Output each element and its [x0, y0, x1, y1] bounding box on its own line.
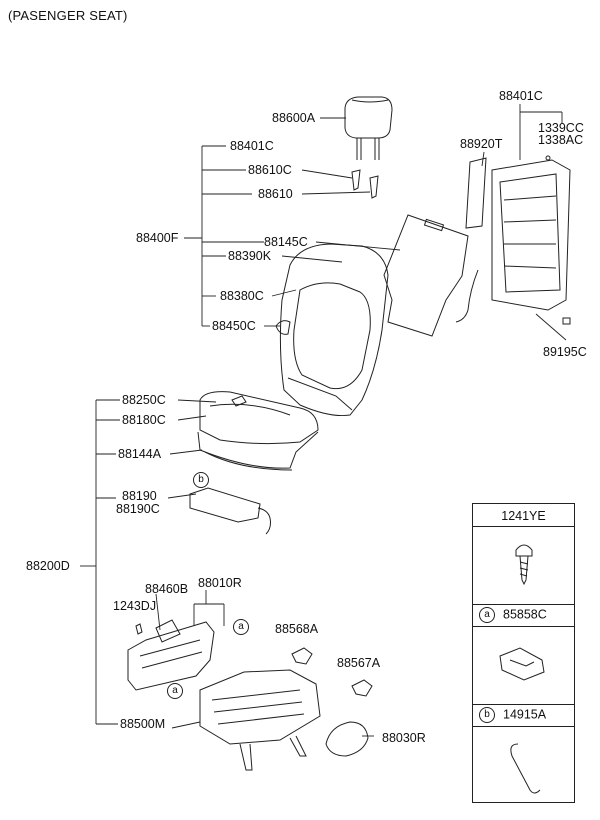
label-88920T: 88920T: [460, 137, 503, 151]
legend-cell-clip: [473, 626, 574, 704]
legend-part-85858C: 85858C: [503, 607, 547, 622]
diagram-title: (PASENGER SEAT): [8, 8, 128, 23]
legend-row-b: b 14915A: [473, 704, 574, 726]
label-88030R: 88030R: [382, 731, 426, 745]
label-1243DJ: 1243DJ: [113, 599, 157, 613]
label-88180C: 88180C: [122, 413, 166, 427]
label-88190: 88190: [122, 489, 157, 503]
label-1339CC: 1339CC: [538, 121, 584, 135]
legend-cell-screw: [473, 526, 574, 604]
cushion-pan-drawing: [189, 487, 261, 523]
legend-tag-b: b: [479, 707, 495, 723]
label-88401C-headrest: 88401C: [230, 139, 274, 153]
clip-88568A-drawing: [291, 647, 313, 665]
screw-icon: [515, 544, 533, 586]
label-88460B: 88460B: [145, 582, 189, 596]
legend-icons: [499, 544, 545, 794]
ref-tag-a-upper: a: [233, 619, 249, 635]
label-88600A: 88600A: [272, 111, 316, 125]
headrest-drawing: [344, 96, 393, 160]
label-88568A: 88568A: [275, 622, 319, 636]
label-88500M: 88500M: [120, 717, 166, 731]
wire-14915A-icon: [510, 743, 541, 794]
legend-title-1241YE: 1241YE: [501, 509, 546, 523]
label-88401C-frame: 88401C: [499, 89, 543, 103]
guide-pins-drawing: [351, 169, 379, 199]
label-88200D: 88200D: [26, 559, 70, 573]
ref-tag-a-lower: a: [167, 683, 183, 699]
label-1338AC: 1338AC: [538, 133, 584, 147]
label-88390K: 88390K: [228, 249, 272, 263]
label-88567A: 88567A: [337, 656, 381, 670]
ref-tag-b: b: [193, 472, 209, 488]
label-88610C: 88610C: [248, 163, 292, 177]
leader-lines: [80, 104, 567, 737]
label-88145C: 88145C: [264, 235, 308, 249]
fastener-legend: 1241YE a 85858C b 14915A: [472, 503, 575, 803]
cover-88030R-drawing: [325, 721, 369, 757]
label-88190C: 88190C: [116, 502, 160, 516]
clip-88567A-drawing: [351, 679, 373, 697]
back-cushion-drawing: [275, 243, 389, 416]
back-frame-drawing: [455, 155, 571, 325]
label-88010R: 88010R: [198, 576, 242, 590]
legend-row-a: a 85858C: [473, 604, 574, 626]
clip-85858C-icon: [499, 647, 545, 681]
label-88400F: 88400F: [136, 231, 179, 245]
label-88144A: 88144A: [118, 447, 162, 461]
label-88380C: 88380C: [220, 289, 264, 303]
legend-cell-wire: [473, 726, 574, 802]
legend-part-14915A: 14915A: [503, 707, 547, 722]
seat-track-drawing: [199, 669, 321, 771]
label-88250C: 88250C: [122, 393, 166, 407]
label-88450C: 88450C: [212, 319, 256, 333]
side-cover-drawing: [127, 619, 215, 691]
legend-tag-a: a: [479, 607, 495, 623]
back-panel-drawing: [383, 214, 469, 337]
label-89195C: 89195C: [543, 345, 587, 359]
seat-cushion-drawing: [197, 391, 319, 471]
label-88610: 88610: [258, 187, 293, 201]
